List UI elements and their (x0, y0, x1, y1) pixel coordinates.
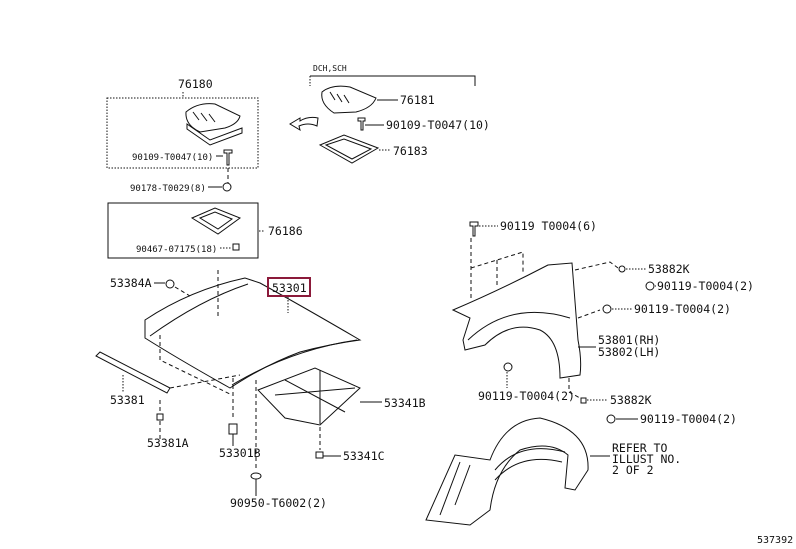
part-label-90109-right[interactable]: 90109-T0047(10) (386, 118, 490, 132)
screw-icon[interactable] (357, 117, 366, 131)
part-label-53802[interactable]: 53802(LH) (598, 345, 660, 359)
part-label-53341B[interactable]: 53341B (384, 396, 426, 410)
part-label-76183[interactable]: 76183 (393, 144, 428, 158)
clip-icon[interactable] (618, 265, 626, 273)
fender-liner-drawing[interactable] (425, 417, 589, 526)
part-label-53882K-top[interactable]: 53882K (648, 262, 690, 276)
highlight-box (267, 277, 311, 297)
part-label-53301B[interactable]: 53301B (219, 446, 261, 460)
refer-line-2[interactable]: ILLUST NO. (612, 452, 681, 466)
variant-bracket (310, 75, 476, 86)
part-label-90119-c[interactable]: 90119-T0004(2) (478, 389, 575, 403)
bolt-icon[interactable] (606, 414, 616, 424)
part-label-76180[interactable]: 76180 (178, 77, 213, 91)
bolt-icon[interactable] (469, 221, 479, 237)
nut-icon[interactable] (222, 182, 232, 192)
group-box-76180 (106, 97, 259, 169)
part-label-53882K-bot[interactable]: 53882K (610, 393, 652, 407)
part-label-90109-left[interactable]: 90109-T0047(10) (132, 153, 213, 163)
part-label-53801[interactable]: 53801(RH) (598, 333, 660, 347)
arrow-icon (289, 116, 319, 132)
bumper-icon[interactable] (228, 423, 238, 435)
bolt-icon[interactable] (602, 304, 612, 314)
gasket-icon[interactable] (318, 134, 380, 164)
clip-icon[interactable] (580, 397, 587, 404)
fender-drawing[interactable] (451, 262, 582, 379)
part-label-90950[interactable]: 90950-T6002(2) (230, 496, 327, 510)
bolt-icon[interactable] (645, 281, 655, 291)
clip-icon[interactable] (315, 451, 324, 459)
part-label-76181[interactable]: 76181 (400, 93, 435, 107)
clip-icon[interactable] (250, 472, 262, 480)
variant-label: DCH,SCH (313, 64, 347, 73)
part-label-53384A[interactable]: 53384A (110, 276, 152, 290)
part-label-90119-a[interactable]: 90119-T0004(2) (657, 279, 754, 293)
refer-line-3[interactable]: 2 OF 2 (612, 463, 654, 477)
clip-icon[interactable] (156, 413, 164, 421)
part-label-90119-6[interactable]: 90119 T0004(6) (500, 219, 597, 233)
seal-icon[interactable] (190, 207, 242, 235)
part-label-53341C[interactable]: 53341C (343, 449, 385, 463)
clip-icon[interactable] (232, 243, 240, 251)
refer-line-1[interactable]: REFER TO (612, 441, 667, 455)
part-label-90467[interactable]: 90467-07175(18) (136, 245, 217, 255)
figure-id: 537392 (757, 535, 793, 546)
hood-panel-drawing[interactable] (144, 270, 362, 396)
part-label-90119-b[interactable]: 90119-T0004(2) (634, 302, 731, 316)
group-box-76186 (107, 202, 259, 259)
seal-strip-icon[interactable] (95, 351, 171, 394)
hood-scoop-icon[interactable] (321, 85, 377, 114)
part-label-53381A[interactable]: 53381A (147, 436, 189, 450)
bolt-icon[interactable] (503, 362, 513, 372)
cushion-icon[interactable] (165, 279, 175, 289)
part-label-53381[interactable]: 53381 (110, 393, 145, 407)
part-label-76186[interactable]: 76186 (268, 224, 303, 238)
part-label-90178[interactable]: 90178-T0029(8) (130, 184, 206, 194)
part-label-53301[interactable]: 53301 (272, 281, 307, 295)
part-label-90119-d[interactable]: 90119-T0004(2) (640, 412, 737, 426)
screw-icon[interactable] (223, 149, 233, 166)
insulator-drawing[interactable] (257, 367, 361, 426)
hood-scoop-icon[interactable] (185, 103, 243, 146)
